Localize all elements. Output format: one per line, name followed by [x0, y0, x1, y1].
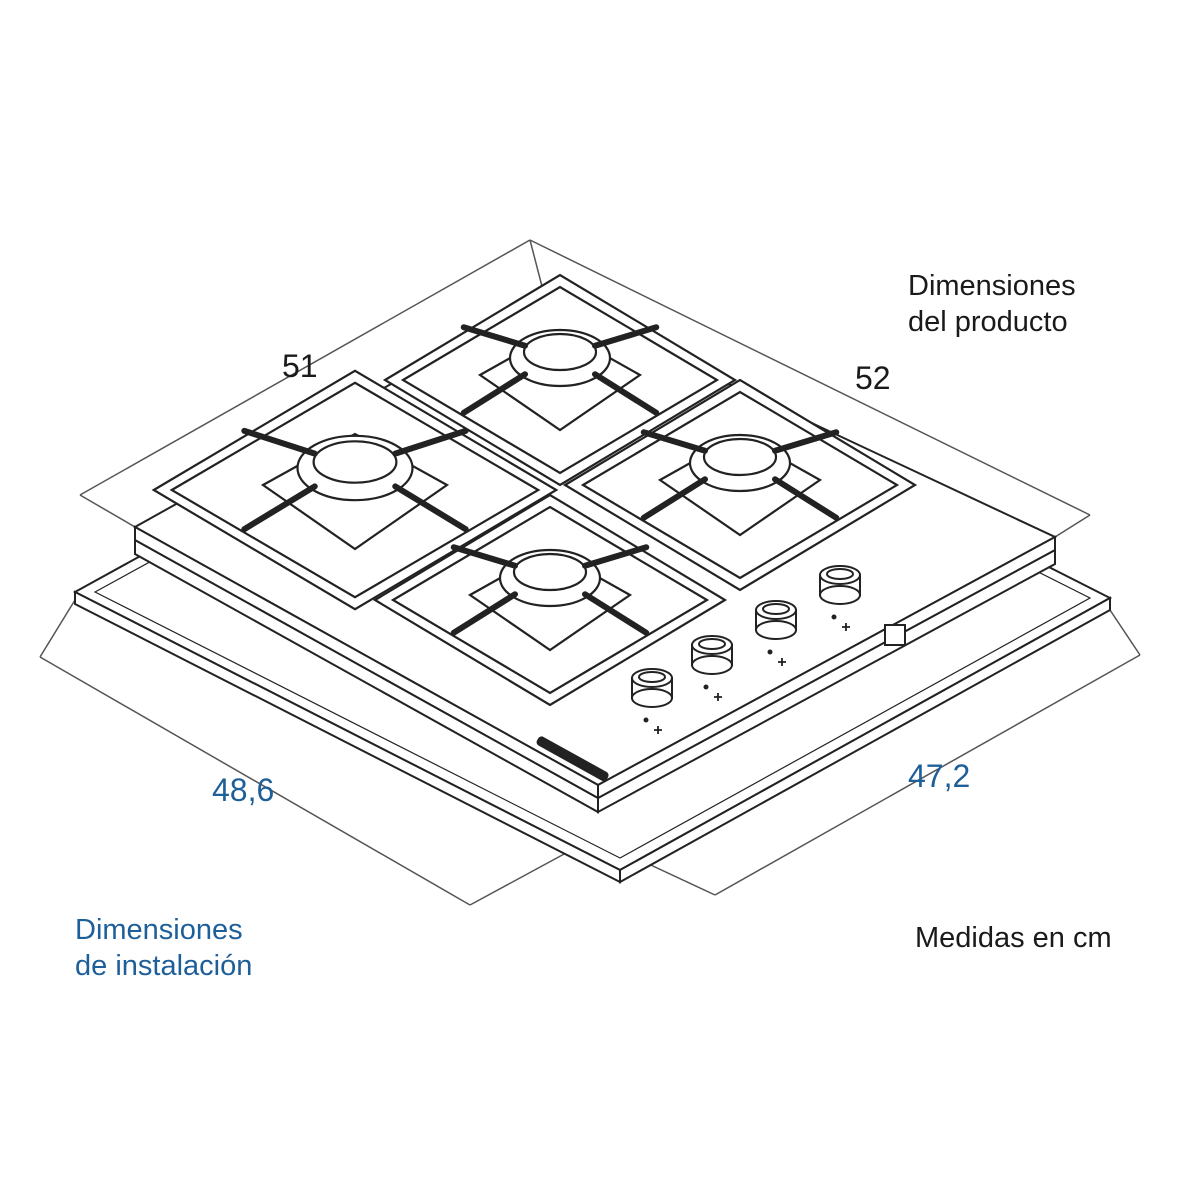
grate-inner: [580, 390, 900, 580]
grate-finger: [582, 544, 650, 569]
control-knob-4: [819, 565, 861, 631]
grate-finger: [592, 371, 660, 416]
depth-47-2-line: [714, 654, 1141, 896]
control-knobs: [631, 565, 861, 734]
grate-inner: [169, 381, 541, 599]
dot-icon: [831, 614, 837, 620]
depth-52-line: [529, 239, 1091, 516]
grate-finger: [392, 427, 469, 457]
plus-icon: [778, 658, 786, 666]
units-note: Medidas en cm: [915, 922, 1112, 954]
plus-icon: [714, 693, 722, 701]
product-dimensions-label: Dimensiones del producto: [908, 268, 1076, 340]
burner-crown: [312, 440, 398, 484]
dot-icon: [767, 649, 773, 655]
grate-finger: [241, 483, 318, 533]
dimension-product-depth: 52: [855, 360, 891, 396]
burner-4: [372, 493, 728, 707]
installation-dimensions-line-1: Dimensiones: [75, 914, 243, 946]
grate-finger: [592, 324, 660, 349]
grate-inner: [400, 285, 720, 475]
grate-finger: [450, 544, 518, 569]
gas-connector: [884, 624, 906, 646]
knob-base: [631, 688, 673, 708]
control-knob-1: [631, 668, 673, 734]
grate-finger: [460, 371, 528, 416]
grate-finger: [450, 591, 518, 636]
grate-finger: [640, 429, 708, 454]
grate-inner: [390, 505, 710, 695]
dot-icon: [703, 684, 709, 690]
knob-cap: [638, 671, 666, 683]
installation-dimensions-line-2: de instalación: [75, 950, 253, 982]
knob-base: [819, 585, 861, 605]
knob-cap: [698, 638, 726, 650]
control-knob-2: [691, 635, 733, 701]
product-dimensions-line-2: del producto: [908, 306, 1068, 338]
width-48-6-line: [39, 656, 471, 906]
burner-crown: [522, 332, 598, 372]
extension-line: [79, 494, 136, 528]
dimension-product-width: 51: [282, 348, 318, 384]
brand-logo: [536, 736, 609, 782]
dimension-installation-width: 48,6: [212, 772, 275, 808]
grate-finger: [392, 483, 469, 533]
extension-line: [39, 599, 76, 658]
dimension-installation-depth: 47,2: [908, 758, 971, 794]
grate-finger: [640, 476, 708, 521]
grate-finger: [460, 324, 528, 349]
knob-cap: [826, 568, 854, 580]
dot-icon: [643, 717, 649, 723]
burner-crown: [512, 552, 588, 592]
plus-icon: [842, 623, 850, 631]
grate-finger: [772, 476, 840, 521]
product-dimensions-line-1: Dimensiones: [908, 270, 1076, 302]
burner-crown: [702, 437, 778, 477]
knob-base: [755, 620, 797, 640]
width-51-line: [79, 239, 531, 496]
extension-line: [1054, 514, 1091, 538]
extension-line: [639, 859, 716, 896]
plus-icon: [654, 726, 662, 734]
burners: [151, 273, 918, 707]
grate-finger: [772, 429, 840, 454]
installation-dimensions-label: Dimensiones de instalación: [75, 912, 252, 984]
grate-finger: [582, 591, 650, 636]
knob-base: [691, 655, 733, 675]
knob-cap: [762, 603, 790, 615]
control-knob-3: [755, 600, 797, 666]
burner-3: [562, 378, 918, 592]
product-dimension-lines: [79, 239, 1091, 538]
extension-line: [1109, 609, 1141, 656]
grate-finger: [241, 427, 318, 457]
installation-dimension-lines: [39, 599, 1141, 906]
